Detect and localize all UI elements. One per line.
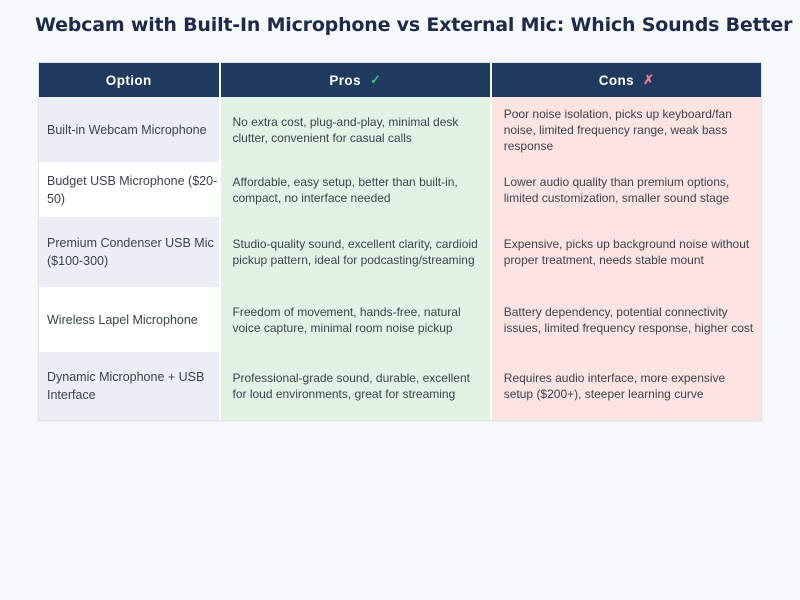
pros-cell: Professional-grade sound, durable, excel…	[218, 352, 490, 420]
option-cell: Budget USB Microphone ($20-50)	[39, 162, 219, 217]
header-cell-option: Option	[39, 63, 219, 97]
table-row: Built-in Webcam Microphone No extra cost…	[39, 97, 761, 162]
header-pros-label: Pros	[329, 72, 361, 88]
header-cell-cons: Cons ✗	[489, 63, 761, 97]
pros-cell: Affordable, easy setup, better than buil…	[218, 162, 490, 217]
option-cell: Built-in Webcam Microphone	[39, 97, 219, 162]
option-cell: Dynamic Microphone + USB Interface	[39, 352, 219, 420]
cons-cell: Battery dependency, potential connectivi…	[489, 287, 761, 352]
table-row: Premium Condenser USB Mic ($100-300) Stu…	[39, 217, 761, 287]
pros-text: Affordable, easy setup, better than buil…	[232, 174, 458, 205]
table-row: Dynamic Microphone + USB Interface Profe…	[39, 352, 761, 420]
option-label: Budget USB Microphone ($20-50)	[47, 173, 218, 206]
cons-cell: Requires audio interface, more expensive…	[489, 352, 761, 420]
header-cons-label: Cons	[598, 72, 635, 88]
check-icon: ✓	[369, 72, 381, 87]
option-cell: Premium Condenser USB Mic ($100-300)	[39, 217, 219, 287]
table-row: Wireless Lapel Microphone Freedom of mov…	[39, 287, 761, 352]
pros-text: Professional-grade sound, durable, excel…	[232, 371, 470, 401]
table-row: Budget USB Microphone ($20-50) Affordabl…	[39, 162, 761, 217]
cons-text: Poor noise isolation, picks up keyboard/…	[503, 106, 732, 153]
cons-text: Lower audio quality than premium options…	[503, 174, 730, 205]
table-header-row: Option Pros ✓ Cons ✗	[39, 63, 761, 97]
pros-cell: Freedom of movement, hands-free, natural…	[218, 287, 490, 352]
option-label: Dynamic Microphone + USB Interface	[47, 370, 205, 402]
x-icon: ✗	[643, 72, 654, 87]
pros-cell: Studio-quality sound, excellent clarity,…	[218, 217, 490, 287]
option-label: Premium Condenser USB Mic ($100-300)	[47, 236, 214, 268]
comparison-table: Option Pros ✓ Cons ✗ Built-in Webcam Mic…	[38, 62, 762, 421]
cons-text: Expensive, picks up background noise wit…	[503, 237, 750, 267]
cons-text: Requires audio interface, more expensive…	[503, 371, 726, 401]
pros-text: Studio-quality sound, excellent clarity,…	[232, 237, 478, 267]
cons-cell: Poor noise isolation, picks up keyboard/…	[489, 97, 761, 162]
cons-cell: Expensive, picks up background noise wit…	[489, 217, 761, 287]
option-cell: Wireless Lapel Microphone	[39, 287, 219, 352]
pros-cell: No extra cost, plug-and-play, minimal de…	[218, 97, 490, 162]
option-label: Built-in Webcam Microphone	[47, 122, 207, 137]
pros-text: No extra cost, plug-and-play, minimal de…	[232, 114, 459, 145]
cons-cell: Lower audio quality than premium options…	[489, 162, 761, 217]
header-option-label: Option	[105, 72, 152, 88]
page-title: Webcam with Built-In Microphone vs Exter…	[35, 14, 793, 36]
header-cell-pros: Pros ✓	[218, 63, 490, 97]
page: Webcam with Built-In Microphone vs Exter…	[35, 14, 793, 421]
cons-text: Battery dependency, potential connectivi…	[503, 304, 754, 335]
option-label: Wireless Lapel Microphone	[47, 312, 198, 327]
pros-text: Freedom of movement, hands-free, natural…	[232, 304, 461, 335]
